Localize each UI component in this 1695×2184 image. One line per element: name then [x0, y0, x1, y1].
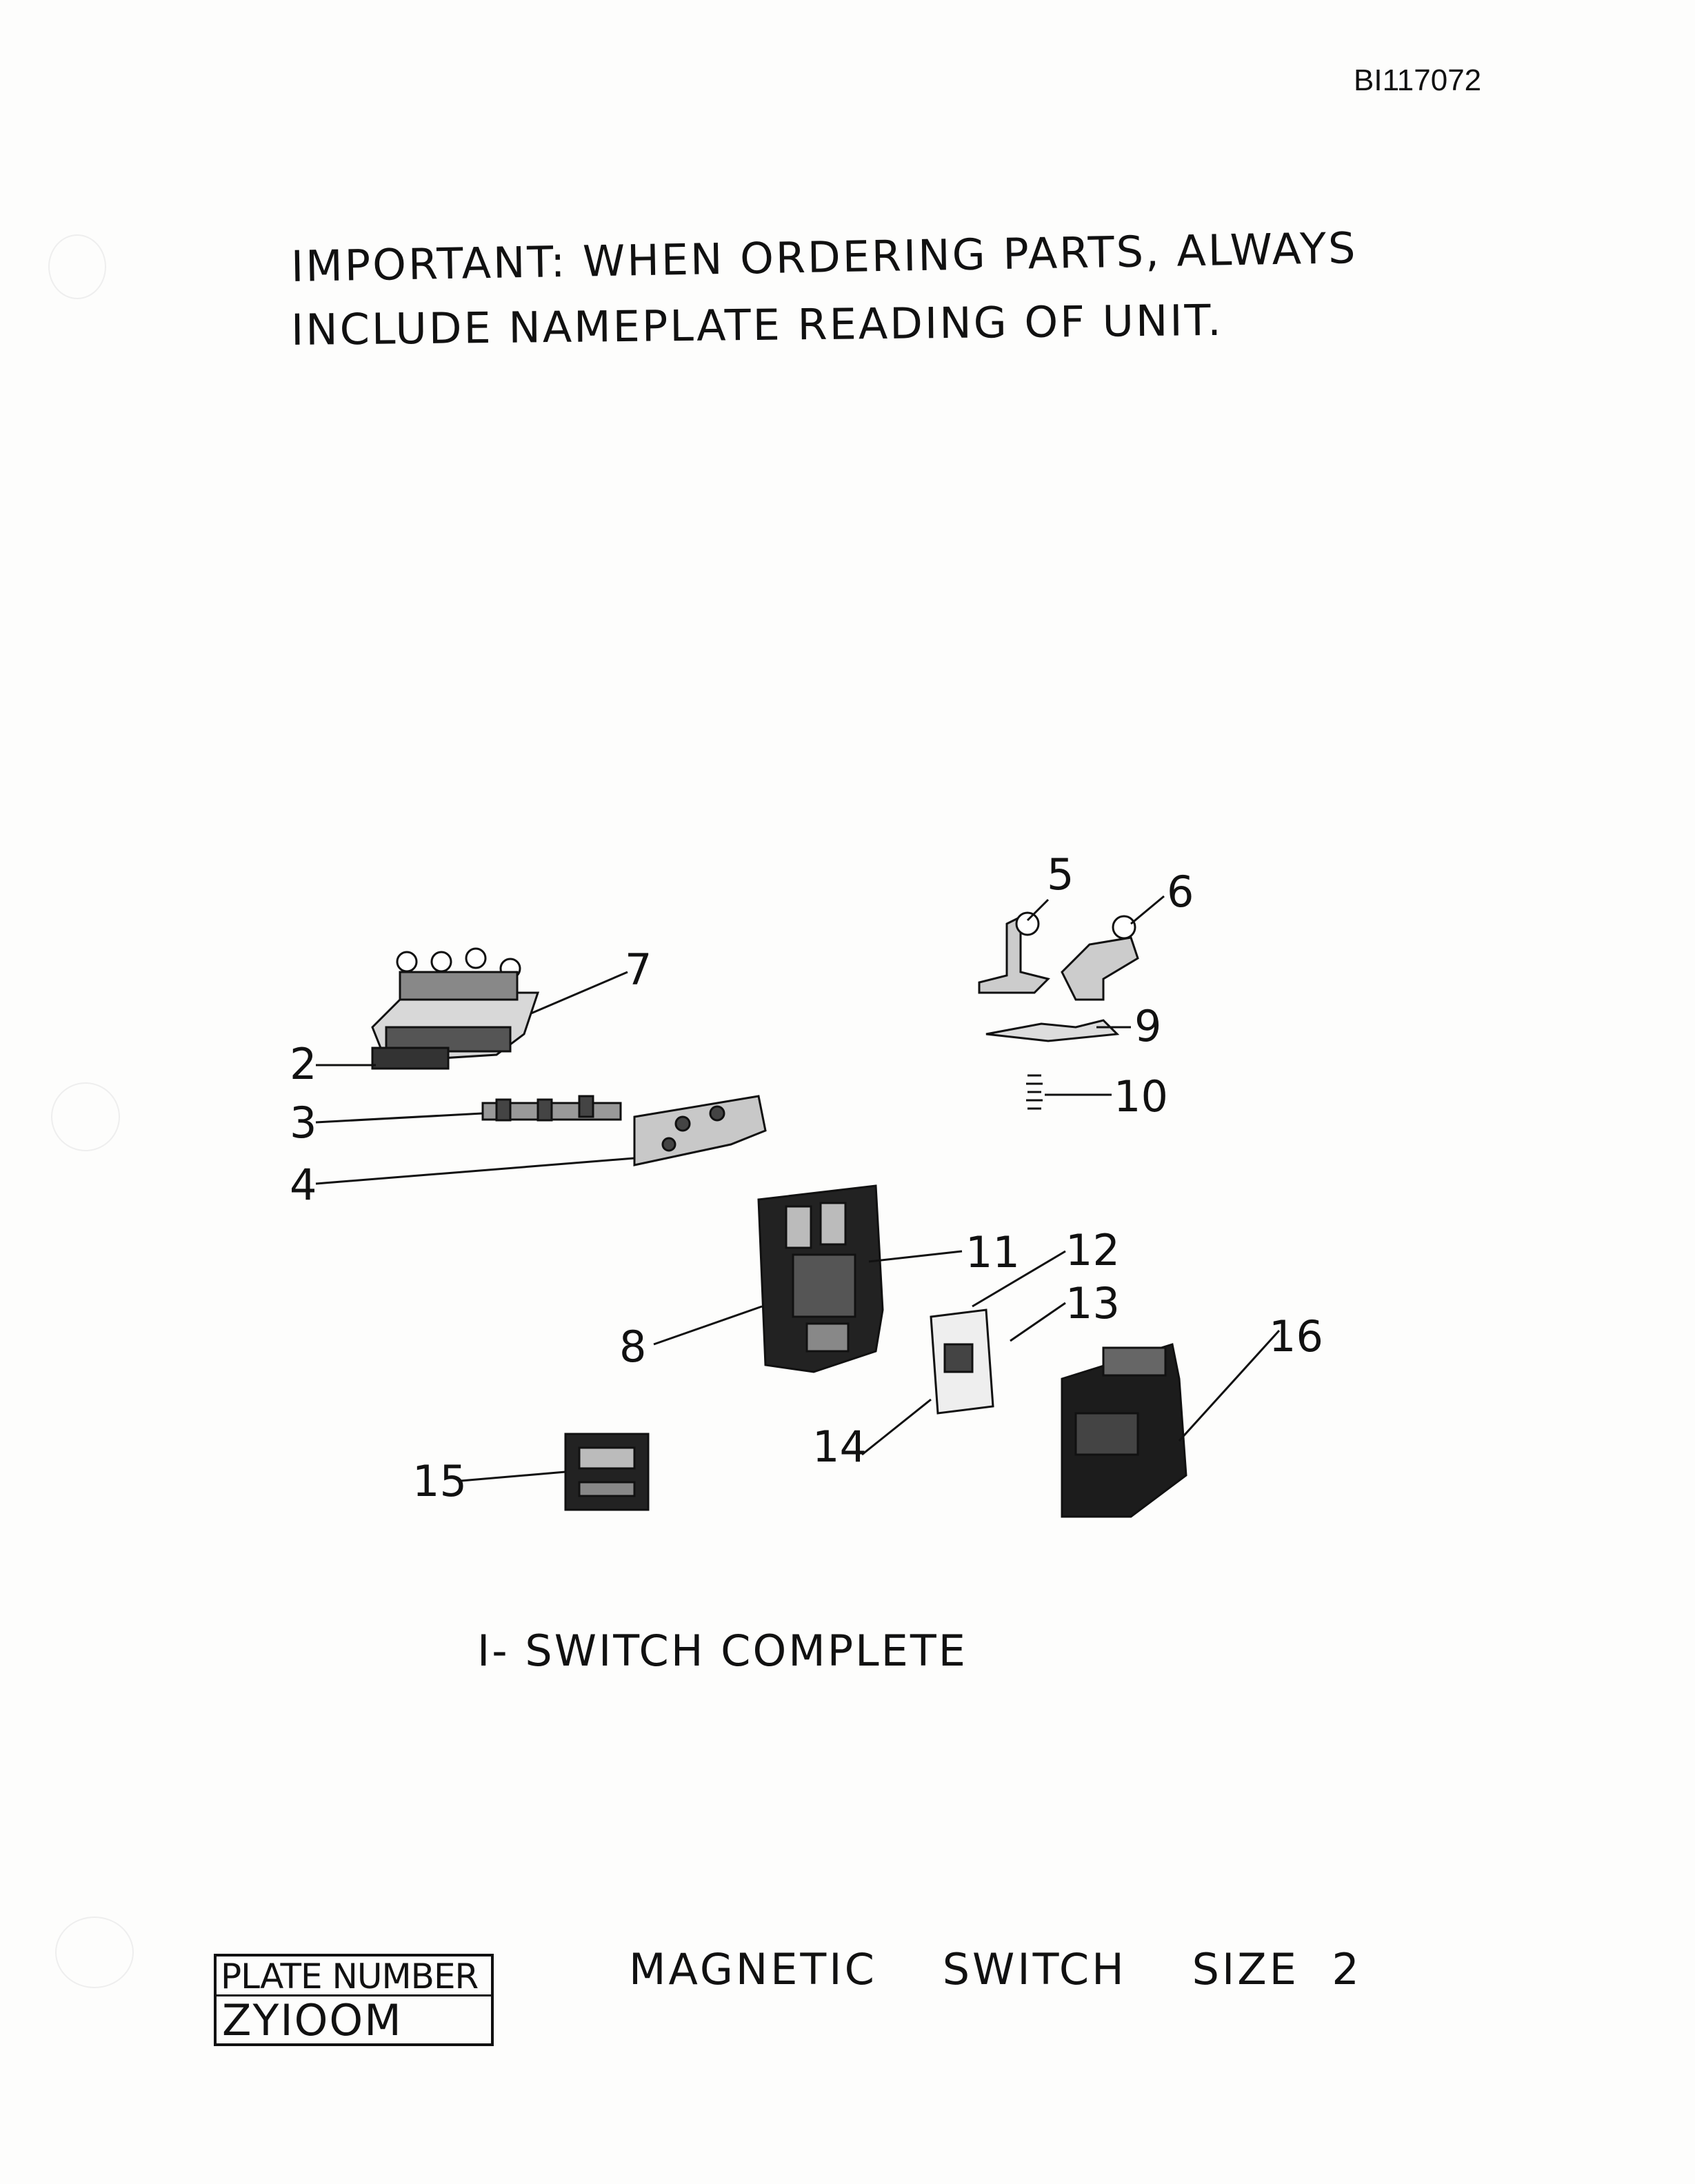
page-title: MAGNETIC SWITCH SIZE 2 — [629, 1944, 1362, 1994]
leader-5 — [1026, 898, 1050, 922]
leader-8 — [653, 1305, 763, 1346]
leader-6 — [1130, 895, 1165, 925]
punch-hole-mark — [48, 234, 106, 299]
leader-12 — [972, 1250, 1066, 1308]
callout-12: 12 — [1065, 1225, 1120, 1275]
punch-hole-mark — [51, 1082, 120, 1151]
leader-11 — [868, 1250, 963, 1263]
callout-11: 11 — [965, 1227, 1020, 1277]
plate-number-value: ZYIOOM — [222, 1995, 403, 2045]
assembly-caption: I- SWITCH COMPLETE — [477, 1626, 967, 1676]
callout-6: 6 — [1167, 867, 1194, 917]
plate-number-box: PLATE NUMBER ZYIOOM — [214, 1954, 494, 2046]
part-magnet-frame — [1061, 1343, 1187, 1518]
leader-14 — [861, 1398, 932, 1456]
callout-8: 8 — [619, 1322, 646, 1372]
callout-7: 7 — [625, 944, 652, 995]
callout-10: 10 — [1114, 1071, 1168, 1122]
callout-3: 3 — [290, 1098, 317, 1148]
leader-3 — [315, 1112, 483, 1124]
part-contact-strip — [481, 1095, 622, 1122]
callout-5: 5 — [1047, 849, 1074, 900]
leader-16 — [1178, 1329, 1281, 1442]
part-spring-10 — [1026, 1074, 1043, 1110]
callout-2: 2 — [290, 1039, 317, 1089]
part-contact-9 — [985, 1019, 1120, 1042]
leader-4 — [315, 1157, 635, 1185]
part-coil-housing — [757, 1184, 884, 1373]
callout-4: 4 — [290, 1160, 317, 1210]
punch-hole-mark — [55, 1917, 134, 1988]
plate-number-label: PLATE NUMBER — [217, 1957, 491, 1996]
callout-9: 9 — [1134, 1001, 1161, 1051]
callout-16: 16 — [1269, 1311, 1323, 1362]
document-id: BI117072 — [1354, 63, 1482, 97]
leader-15 — [460, 1470, 566, 1482]
leader-7 — [530, 971, 628, 1015]
part-block-15 — [564, 1433, 650, 1511]
callout-14: 14 — [812, 1422, 867, 1472]
part-contact-carrier — [371, 947, 540, 1070]
leader-13 — [1010, 1302, 1066, 1342]
part-coil — [930, 1308, 994, 1415]
part-terminal-6 — [1061, 915, 1139, 1001]
part-base-plate — [633, 1095, 767, 1166]
callout-13: 13 — [1065, 1278, 1120, 1328]
part-terminal-5 — [978, 911, 1050, 994]
callout-15: 15 — [412, 1456, 467, 1506]
